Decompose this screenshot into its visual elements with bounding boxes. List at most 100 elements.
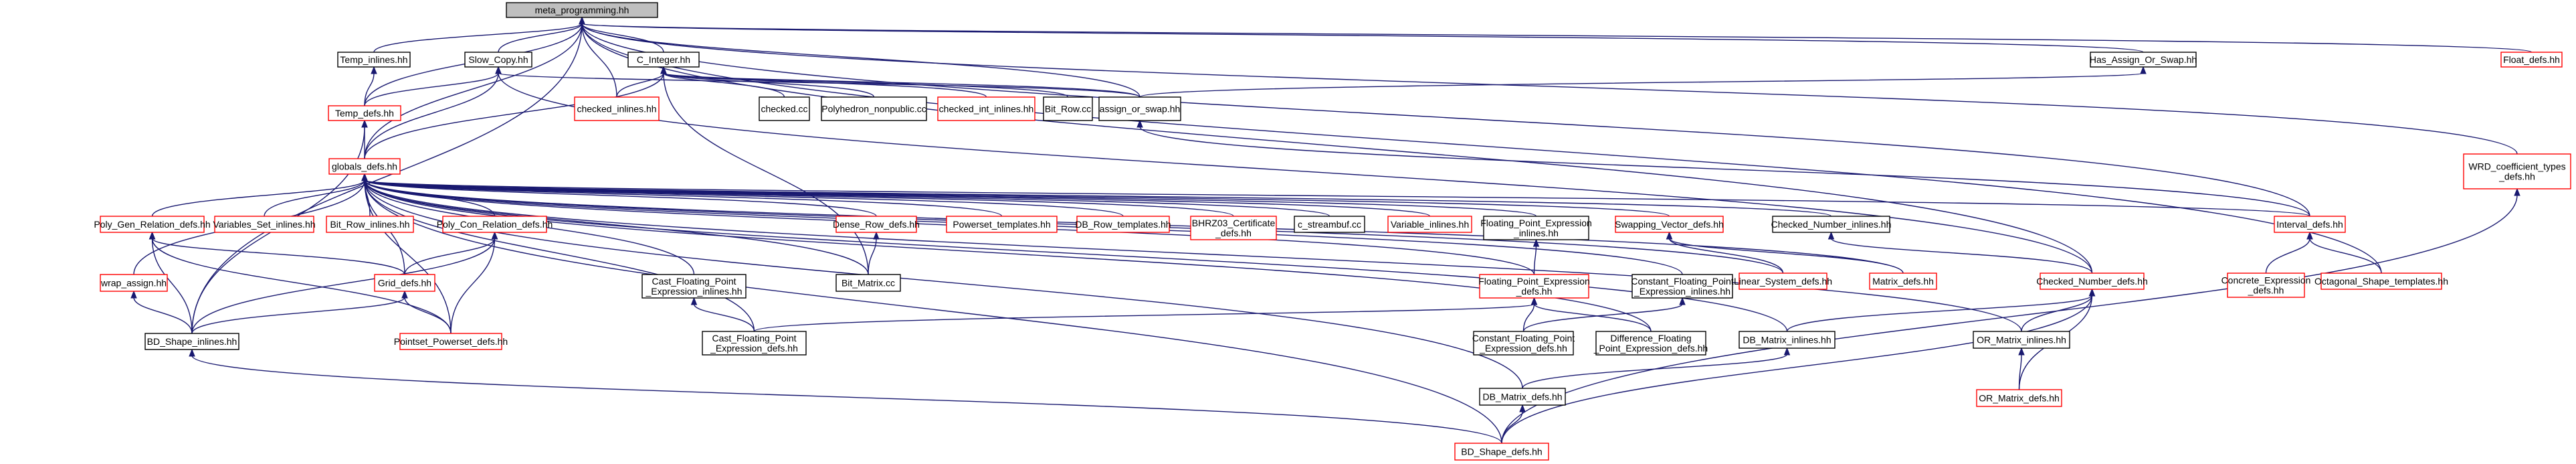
node-wrap-assign[interactable]: wrap_assign.hh <box>100 274 168 292</box>
node-label: Constant_Floating_Point <box>1631 276 1733 287</box>
node-box <box>627 52 700 68</box>
node-checked-num-defs[interactable]: Checked_Number_defs.hh <box>2036 273 2148 290</box>
node-box <box>2040 273 2145 290</box>
node-checked-cc[interactable]: checked.cc <box>759 96 810 121</box>
edge-assign_swap-to-slow_copy <box>495 66 1141 98</box>
node-assign-swap[interactable]: assign_or_swap.hh <box>1098 96 1181 121</box>
node-wrd-coef[interactable]: WRD_coefficient_types_defs.hh <box>2463 153 2571 189</box>
node-box <box>1739 273 1827 290</box>
node-box <box>1043 96 1093 121</box>
edge-float_defs-to-meta <box>579 16 2533 53</box>
edge-arrowhead <box>2306 231 2313 240</box>
node-box <box>328 158 401 175</box>
node-interval-defs[interactable]: Interval_defs.hh <box>2274 216 2346 233</box>
edge-octagonal-to-interval_defs <box>2306 231 2382 274</box>
edge-line <box>498 23 583 53</box>
node-label: checked_inlines.hh <box>577 104 656 114</box>
node-octagonal[interactable]: Octagonal_Shape_templates.hh <box>2314 273 2448 290</box>
node-bit-matrix[interactable]: Bit_Matrix.cc <box>835 274 901 292</box>
edge-line <box>364 179 1523 389</box>
node-meta[interactable]: meta_programming.hh <box>506 2 658 18</box>
edge-line <box>753 303 1535 332</box>
node-box <box>1631 274 1733 299</box>
node-label: globals_defs.hh <box>332 161 397 172</box>
node-fpe-inl[interactable]: Floating_Point_Expression_inlines.hh <box>1480 216 1592 240</box>
node-bd-shape-defs[interactable]: BD_Shape_defs.hh <box>1454 443 1549 461</box>
edge-line <box>133 297 193 334</box>
node-or-matrix-inl[interactable]: OR_Matrix_inlines.hh <box>1973 331 2070 349</box>
node-label: _defs.hh <box>1516 286 1553 297</box>
edge-arrowhead <box>371 66 377 74</box>
node-matrix-defs[interactable]: Matrix_defs.hh <box>1869 273 1937 290</box>
node-variable-inl[interactable]: Variable_inlines.hh <box>1387 216 1472 233</box>
node-label: BD_Shape_defs.hh <box>1461 447 1542 457</box>
edge-arrowhead <box>1827 231 1835 240</box>
node-c-integer[interactable]: C_Integer.hh <box>627 52 700 68</box>
edge-bd_shape_defs-to-db_matrix_defs <box>1501 404 1526 444</box>
node-bhrz03[interactable]: BHRZ03_Certificate_defs.hh <box>1190 216 1277 240</box>
edge-cast_fpe_defs-to-globals <box>361 173 755 332</box>
node-bit-row-cc[interactable]: Bit_Row.cc <box>1043 96 1093 121</box>
node-temp-defs[interactable]: Temp_defs.hh <box>328 105 401 121</box>
node-box <box>1976 389 2062 407</box>
node-checked-int-inl[interactable]: checked_int_inlines.hh <box>937 96 1035 121</box>
edge-line <box>404 297 452 334</box>
node-poly-gen[interactable]: Poly_Gen_Relation_defs.hh <box>94 216 211 233</box>
node-label: checked_int_inlines.hh <box>939 104 1034 114</box>
node-label: OR_Matrix_inlines.hh <box>1977 335 2066 345</box>
node-swapping-vec[interactable]: Swapping_Vector_defs.hh <box>1615 216 1724 233</box>
node-label: DB_Row_templates.hh <box>1075 219 1171 230</box>
edge-const_fpe_defs-to-const_fpe_inl <box>1522 297 1686 332</box>
node-checked-inl[interactable]: checked_inlines.hh <box>574 96 660 121</box>
node-c-streambuf[interactable]: c_streambuf.cc <box>1294 216 1365 233</box>
node-box <box>399 333 502 350</box>
node-box <box>326 216 414 233</box>
node-label: Cast_Floating_Point <box>652 276 736 287</box>
node-box <box>1869 273 1937 290</box>
node-polyhedron-np[interactable]: Polyhedron_nonpublic.cc <box>821 96 927 121</box>
node-or-matrix-defs[interactable]: OR_Matrix_defs.hh <box>1976 389 2062 407</box>
edge-line <box>581 23 2144 53</box>
node-linear-sys[interactable]: Linear_System_defs.hh <box>1734 273 1832 290</box>
node-db-matrix-inl[interactable]: DB_Matrix_inlines.hh <box>1739 331 1836 349</box>
node-powerset-tpl[interactable]: Powerset_templates.hh <box>946 216 1058 233</box>
node-pointset-pw[interactable]: Pointset_Powerset_defs.hh <box>394 333 508 350</box>
node-box <box>2274 216 2346 233</box>
node-concrete-expr[interactable]: Concrete_Expression_defs.hh <box>2221 273 2311 298</box>
node-label: Linear_System_defs.hh <box>1734 276 1832 287</box>
node-has-assign[interactable]: Has_Assign_Or_Swap.hh <box>2090 52 2197 68</box>
node-const-fpe-inl[interactable]: Constant_Floating_Point_Expression_inlin… <box>1631 274 1734 299</box>
edge-c_integer-to-meta <box>579 16 664 53</box>
edge-arrowhead <box>660 66 667 74</box>
edge-bd_shape_inl-to-wrap_assign <box>130 290 193 334</box>
edge-line <box>191 297 405 334</box>
node-bit-row-inl[interactable]: Bit_Row_inlines.hh <box>326 216 414 233</box>
node-grid-defs[interactable]: Grid_defs.hh <box>374 274 435 292</box>
node-box <box>100 216 205 233</box>
node-label: c_streambuf.cc <box>1298 219 1361 230</box>
node-const-fpe-defs[interactable]: Constant_Floating_Point_Expression_defs.… <box>1472 331 1575 356</box>
node-db-row-tpl[interactable]: DB_Row_templates.hh <box>1075 216 1171 233</box>
node-globals[interactable]: globals_defs.hh <box>328 158 401 175</box>
node-label: BHRZ03_Certificate <box>1192 218 1276 228</box>
edge-arrowhead <box>189 348 195 357</box>
node-dense-row[interactable]: Dense_Row_defs.hh <box>833 216 920 233</box>
node-temp-inl[interactable]: Temp_inlines.hh <box>337 52 411 68</box>
node-box <box>1615 216 1724 233</box>
edge-line <box>616 72 664 98</box>
edge-line <box>364 179 755 332</box>
edge-arrowhead <box>2088 288 2096 297</box>
node-cast-fpe-defs[interactable]: Cast_Floating_Point_Expression_defs.hh <box>702 331 807 356</box>
node-fpe-defs[interactable]: Floating_Point_Expression_defs.hh <box>1478 274 1590 299</box>
edge-line <box>364 179 452 334</box>
node-poly-con[interactable]: Poly_Con_Relation_defs.hh <box>437 216 553 233</box>
node-variables-set[interactable]: Variables_Set_inlines.hh <box>213 216 316 233</box>
node-cast-fpe-inl[interactable]: Cast_Floating_Point_Expression_inlines.h… <box>641 274 747 299</box>
node-float-defs[interactable]: Float_defs.hh <box>2500 52 2563 68</box>
node-checked-num-inl[interactable]: Checked_Number_inlines.hh <box>1771 216 1892 233</box>
node-db-matrix-defs[interactable]: DB_Matrix_defs.hh <box>1479 388 1566 406</box>
node-slow-copy[interactable]: Slow_Copy.hh <box>464 52 532 68</box>
node-diff-fpe[interactable]: Difference_Floating_Point_Expression_def… <box>1593 331 1708 356</box>
node-bd-shape-inl[interactable]: BD_Shape_inlines.hh <box>144 333 239 350</box>
